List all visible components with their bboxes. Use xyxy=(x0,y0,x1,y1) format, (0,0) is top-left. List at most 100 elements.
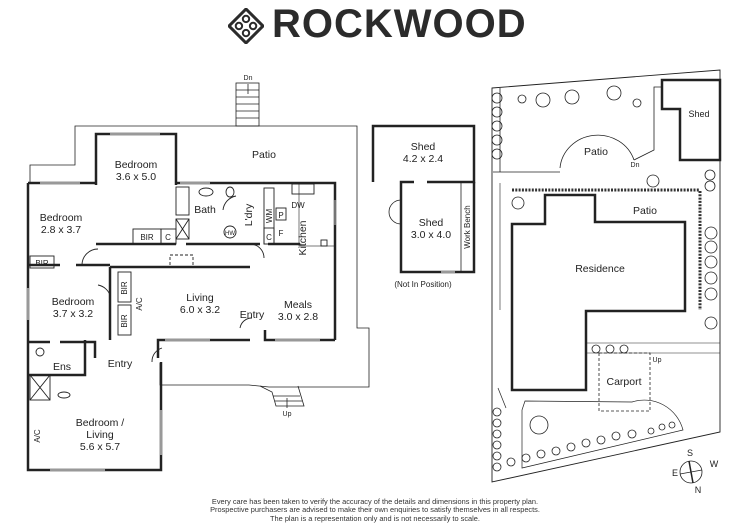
shed-plan xyxy=(371,124,476,274)
compass-e: E xyxy=(672,468,678,478)
bir-label: BIR xyxy=(120,281,129,295)
shed2-dims: 3.0 x 4.0 xyxy=(411,229,451,241)
trees xyxy=(491,85,718,472)
stairs-up xyxy=(259,385,305,408)
tree-icon xyxy=(605,344,615,354)
tree-icon xyxy=(704,316,718,330)
room-dims-bedroom1: 3.6 x 5.0 xyxy=(116,171,156,183)
tree-icon xyxy=(611,431,621,441)
site-labels: Shed Patio Patio Residence Carport Dn Up xyxy=(575,109,709,388)
tree-icon xyxy=(491,120,503,132)
entry-label-right: Entry xyxy=(240,309,265,321)
brand-name: ROCKWOOD xyxy=(272,2,527,46)
disclaimer: Every care has been taken to verify the … xyxy=(0,497,750,523)
tree-icon xyxy=(591,344,601,354)
diamond-lattice-logo-icon xyxy=(228,8,264,44)
site-stairs-down-label: Dn xyxy=(631,162,640,169)
room-name-bedroom4: Bedroom / xyxy=(76,417,125,429)
compass-w: W xyxy=(710,459,719,469)
tree-icon xyxy=(517,94,527,104)
work-bench-label: Work Bench xyxy=(463,205,472,248)
shed2-name: Shed xyxy=(419,217,444,229)
room-name-living: Living xyxy=(186,292,214,304)
tree-icon xyxy=(704,255,718,269)
ens-label: Ens xyxy=(53,361,71,373)
cupboard-label: C xyxy=(165,233,171,242)
shed-labels: Shed 4.2 x 2.4 Shed 3.0 x 4.0 Work Bench… xyxy=(394,141,472,289)
disclaimer-line: Prospective purchasers are advised to ma… xyxy=(210,505,540,515)
windows xyxy=(26,132,337,472)
tree-icon xyxy=(668,421,676,429)
site-patio-top-label: Patio xyxy=(584,146,608,158)
tree-icon xyxy=(619,344,629,354)
fridge-label: F xyxy=(279,229,284,238)
laundry-label: L'dry xyxy=(243,203,255,226)
tree-icon xyxy=(551,446,561,456)
upper-patio xyxy=(559,134,635,169)
fixtures xyxy=(29,182,336,401)
tree-icon xyxy=(492,440,502,450)
tree-icon xyxy=(704,169,716,181)
tree-icon xyxy=(704,226,718,240)
patio-label: Patio xyxy=(252,149,276,161)
shed1-name: Shed xyxy=(411,141,436,153)
tree-icon xyxy=(491,148,503,160)
tree-icon xyxy=(658,423,666,431)
tree-icon xyxy=(646,174,660,188)
tree-icon xyxy=(491,92,503,104)
stairs-down-label: Dn xyxy=(244,75,253,82)
shed1-dims: 4.2 x 2.4 xyxy=(403,153,443,165)
pantry-label: P xyxy=(278,211,283,220)
ac-label: A/C xyxy=(135,297,144,311)
tree-icon xyxy=(704,271,718,285)
tree-icon xyxy=(632,98,642,108)
tree-icon xyxy=(566,442,576,452)
site-shed xyxy=(660,78,722,162)
tree-icon xyxy=(492,462,502,472)
room-name-bedroom1: Bedroom xyxy=(115,159,158,171)
cupboard-label: C xyxy=(266,233,272,242)
kitchen-label: Kitchen xyxy=(297,220,309,255)
room-name2-bedroom4: Living xyxy=(86,429,114,441)
room-dims-bedroom4: 5.6 x 5.7 xyxy=(80,441,120,453)
tree-icon xyxy=(491,134,503,146)
tree-icon xyxy=(704,180,716,192)
bir-label: BIR xyxy=(35,259,49,268)
tree-icon xyxy=(492,451,502,461)
residence-outline xyxy=(510,193,687,392)
site-plan xyxy=(491,69,722,483)
site-shed-label: Shed xyxy=(688,109,709,119)
compass-n: N xyxy=(695,485,702,495)
tree-icon xyxy=(492,418,502,428)
compass-icon: S W E N xyxy=(672,448,719,495)
entry-label-left: Entry xyxy=(108,358,133,370)
residence-label: Residence xyxy=(575,263,625,275)
tree-icon xyxy=(704,287,718,301)
bir-label: BIR xyxy=(120,314,129,328)
tree-icon xyxy=(536,449,546,459)
tree-icon xyxy=(564,89,580,105)
dw-label: DW xyxy=(291,201,305,210)
house-plan xyxy=(26,82,370,472)
disclaimer-line: Every care has been taken to verify the … xyxy=(211,497,539,506)
site-patio-label: Patio xyxy=(633,205,657,217)
tree-icon xyxy=(511,196,525,210)
header: ROCKWOOD xyxy=(0,0,750,55)
hw-label: HW xyxy=(225,231,235,237)
tree-icon xyxy=(506,457,516,467)
tree-icon xyxy=(596,435,606,445)
stairs-down xyxy=(235,82,260,127)
room-dims-bedroom2: 2.8 x 3.7 xyxy=(41,224,81,236)
site-stairs-up-label: Up xyxy=(653,357,662,364)
tree-icon xyxy=(492,407,502,417)
disclaimer-line: The plan is a representation only and is… xyxy=(270,513,480,523)
tree-icon xyxy=(492,429,502,439)
room-name-meals: Meals xyxy=(284,299,312,311)
tree-icon xyxy=(535,92,551,108)
patio-outline xyxy=(29,125,370,388)
tree-icon xyxy=(521,453,531,463)
room-name-bedroom2: Bedroom xyxy=(40,212,83,224)
tree-icon xyxy=(581,438,591,448)
tree-icon xyxy=(529,415,549,435)
